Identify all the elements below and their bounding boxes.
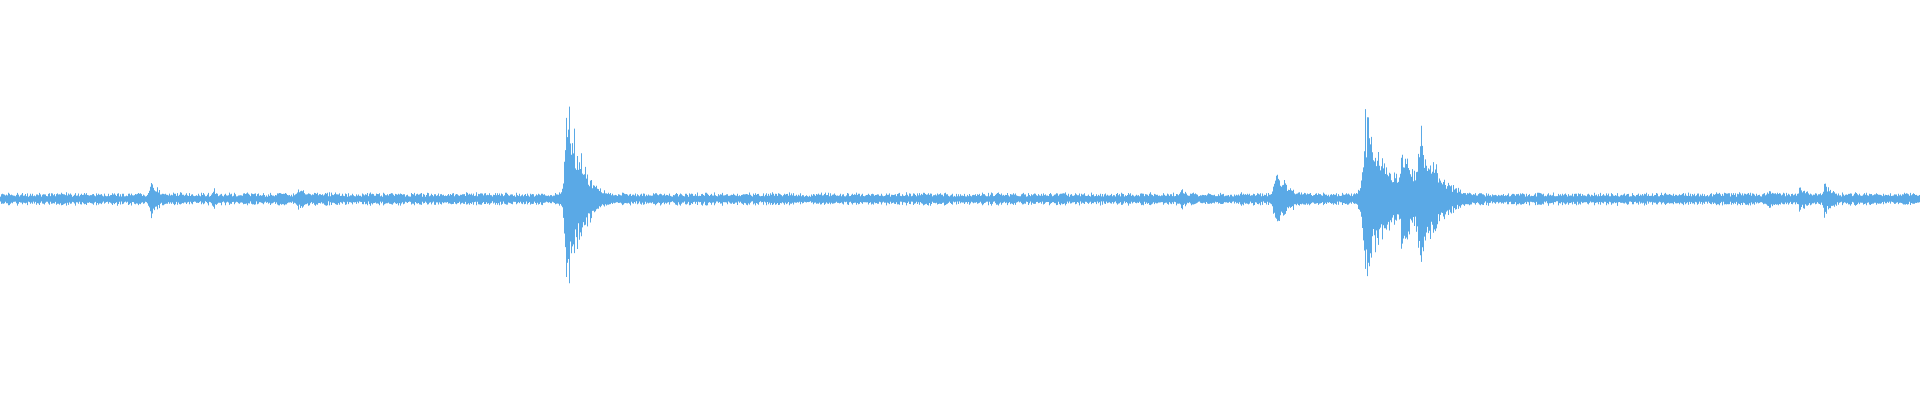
waveform-path bbox=[0, 106, 1920, 284]
waveform-bars bbox=[0, 106, 1920, 284]
